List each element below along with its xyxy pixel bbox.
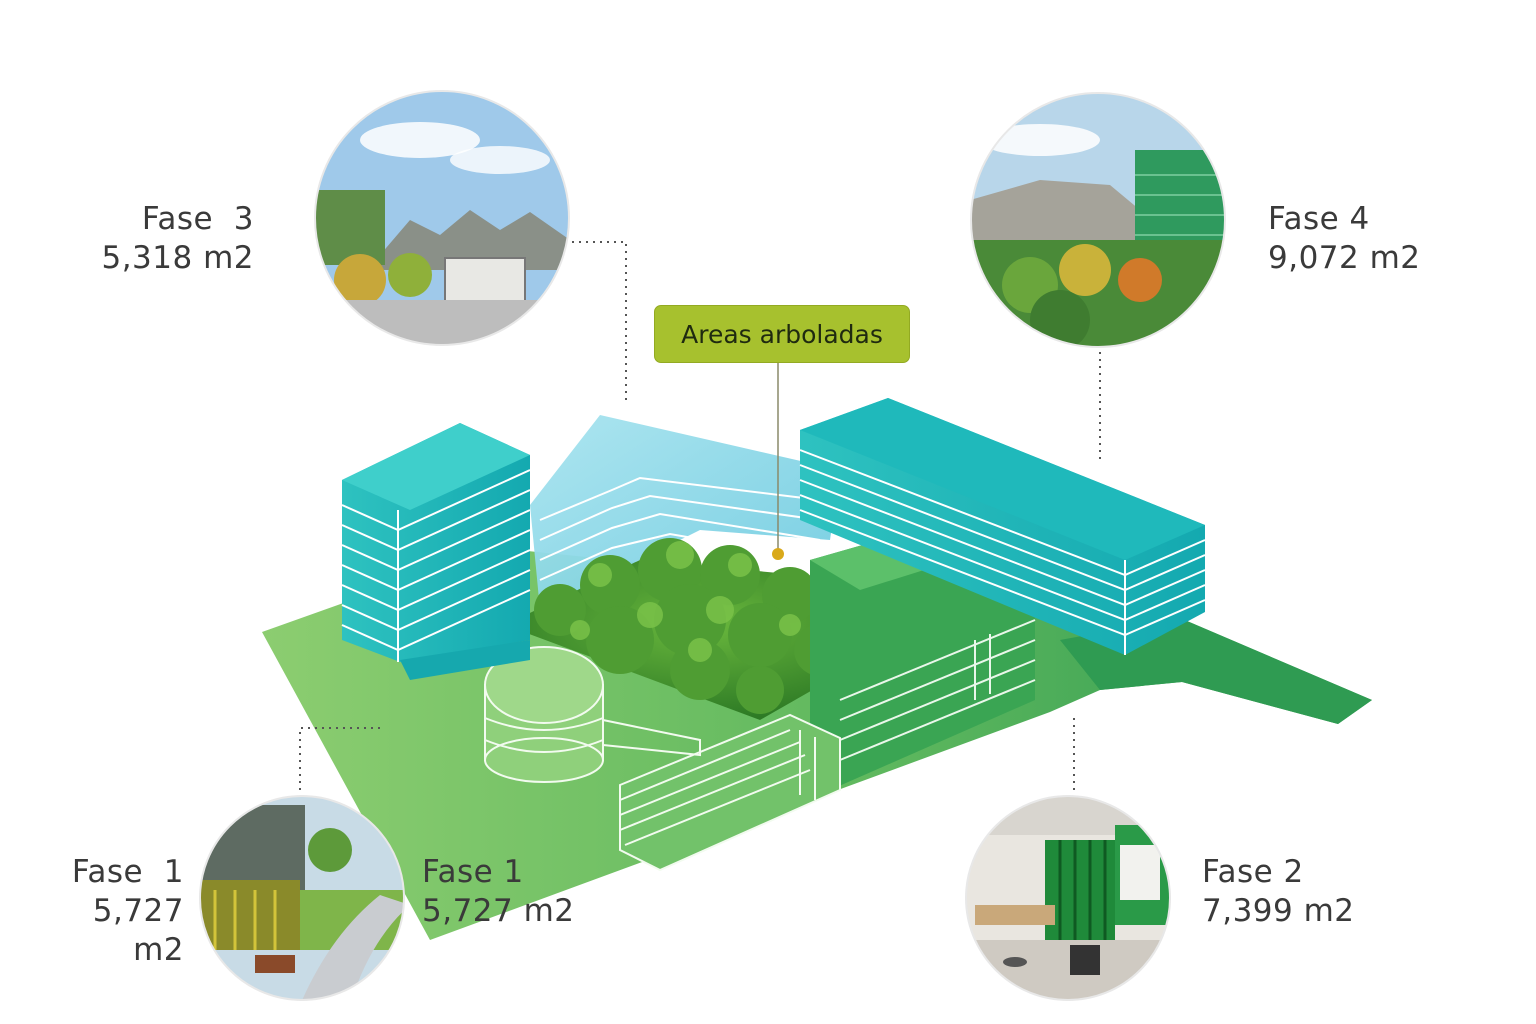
fase2-area: 7,399 m2: [1202, 892, 1355, 929]
fase1-left-area: 5,727 m2: [92, 892, 184, 968]
areas-arboladas-callout: Areas arboladas: [654, 305, 910, 363]
photo-fase2: [966, 796, 1170, 1000]
label-fase2: Fase 2 7,399 m2: [1202, 853, 1362, 931]
label-fase1-right: Fase 1 5,727 m2: [422, 853, 582, 931]
label-fase1-left: Fase 1 5,727 m2: [40, 853, 184, 969]
right-tower: [799, 398, 1206, 655]
callout-label: Areas arboladas: [681, 319, 883, 349]
label-fase4: Fase 4 9,072 m2: [1268, 200, 1468, 278]
front-low-building: [619, 713, 841, 872]
fase3-area: 5,318 m2: [101, 239, 254, 276]
fase2-title: Fase 2: [1202, 854, 1304, 890]
photo-fase1: [200, 796, 404, 1000]
fase1-left-title: Fase 1: [71, 854, 184, 890]
fase1-right-title: Fase 1: [422, 854, 524, 890]
fase4-area: 9,072 m2: [1268, 239, 1421, 276]
callout-pin: [772, 363, 784, 560]
label-fase3: Fase 3 5,318 m2: [96, 200, 254, 278]
forest-courtyard: [505, 538, 900, 720]
fase1-right-area: 5,727 m2: [422, 892, 575, 929]
photo-fase3: [315, 91, 569, 345]
leader-lines: [299, 241, 1101, 790]
left-tower: [341, 423, 531, 680]
fase4-title: Fase 4: [1268, 201, 1370, 237]
fase3-title: Fase 3: [141, 201, 254, 237]
photo-fase4: [971, 93, 1225, 347]
rotunda: [484, 646, 701, 783]
